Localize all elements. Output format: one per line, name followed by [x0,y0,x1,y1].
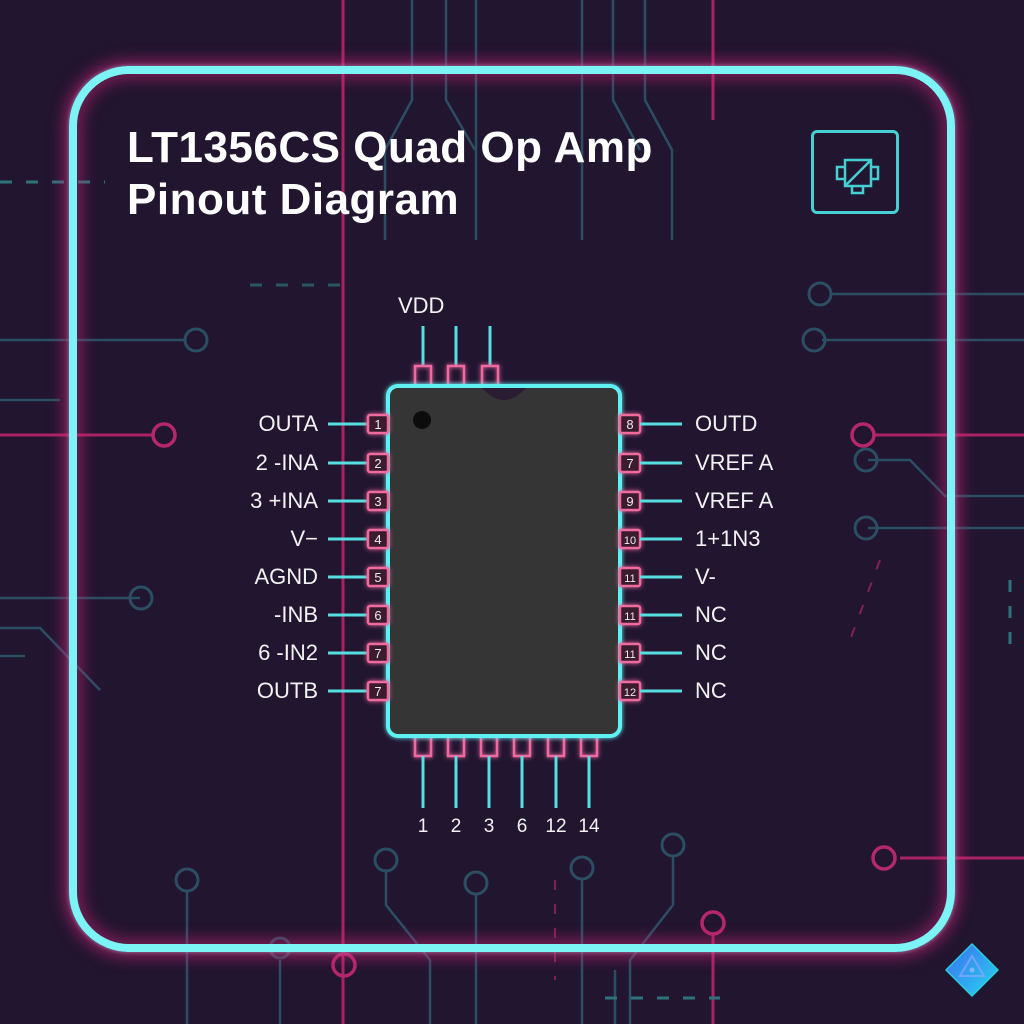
left-pin-pad [366,680,390,702]
bottom-pin-pad [446,734,466,758]
right-pin-label: OUTD [695,411,758,436]
top-pin-pad [446,364,466,388]
left-pin-label: 3 +INA [250,488,318,513]
title-line-1: LT1356CS Quad Op Amp [127,123,653,172]
top-pin-pad [413,364,433,388]
title-line-2: Pinout Diagram [127,175,460,224]
right-pin-label: 1+1N3 [695,526,761,551]
left-pin-label: AGND [254,564,318,589]
right-pin-number: 10 [624,535,636,547]
bottom-pin-label: 3 [483,816,495,837]
right-pin-label: NC [695,602,727,627]
pin1-marker [413,411,431,429]
right-pin-number: 9 [626,494,633,509]
right-pin-label: VREF A [695,450,774,475]
left-pin-pad [366,566,390,588]
left-pin-number: 1 [374,417,381,432]
left-pin-number: 6 [374,608,381,623]
bottom-pin-pad [479,734,499,758]
right-pin-number: 12 [624,687,636,699]
left-pin-pad [366,528,390,550]
right-pin-number: 8 [626,417,633,432]
left-pin-pad [366,413,390,435]
bottom-pin-pad [512,734,532,758]
right-pin-label: V- [695,564,716,589]
left-pin-number: 2 [374,456,381,471]
left-pin-label: V− [290,526,318,551]
chip-body [386,384,622,738]
vdd-label: VDD [398,293,445,318]
bottom-pin-pad [413,734,433,758]
left-pin-label: 2 -INA [255,450,318,475]
left-pin-number: 7 [374,646,381,661]
left-pin-label: OUTA [258,411,318,436]
right-pin-number: 11 [624,649,635,661]
left-pin-label: -INB [274,602,318,627]
left-pin-number: 5 [374,570,381,585]
left-pin-number: 4 [374,532,381,547]
page-title: LT1356CS Quad Op Amp Pinout Diagram [127,122,653,226]
diagram-frame [69,66,955,952]
left-pin-label: 6 -IN2 [258,640,318,665]
component-icon [811,130,899,214]
bottom-pin-label: 6 [516,816,528,837]
left-pin-pad [366,490,390,512]
left-pin-number: 3 [374,494,381,509]
left-pin-label: OUTB [256,678,318,703]
top-pin-pad [480,364,500,388]
right-pin-label: NC [695,640,727,665]
bottom-pin-label: 12 [545,816,567,837]
chip-notch [482,388,526,400]
right-pin-number: 11 [624,573,635,585]
right-pin-number: 11 [624,611,635,623]
right-pin-number: 7 [626,456,633,471]
bottom-pin-label: 1 [417,816,429,837]
left-pin-number: 7 [374,684,381,699]
left-pin-pad [366,642,390,664]
bottom-pin-label: 2 [450,816,462,837]
bottom-pin-label: 14 [578,816,600,837]
bottom-pin-pad [546,734,566,758]
app-logo-icon [945,943,999,997]
right-pin-label: NC [695,678,727,703]
left-pin-pad [366,604,390,626]
right-pin-label: VREF A [695,488,774,513]
left-pin-pad [366,452,390,474]
bottom-pin-pad [579,734,599,758]
